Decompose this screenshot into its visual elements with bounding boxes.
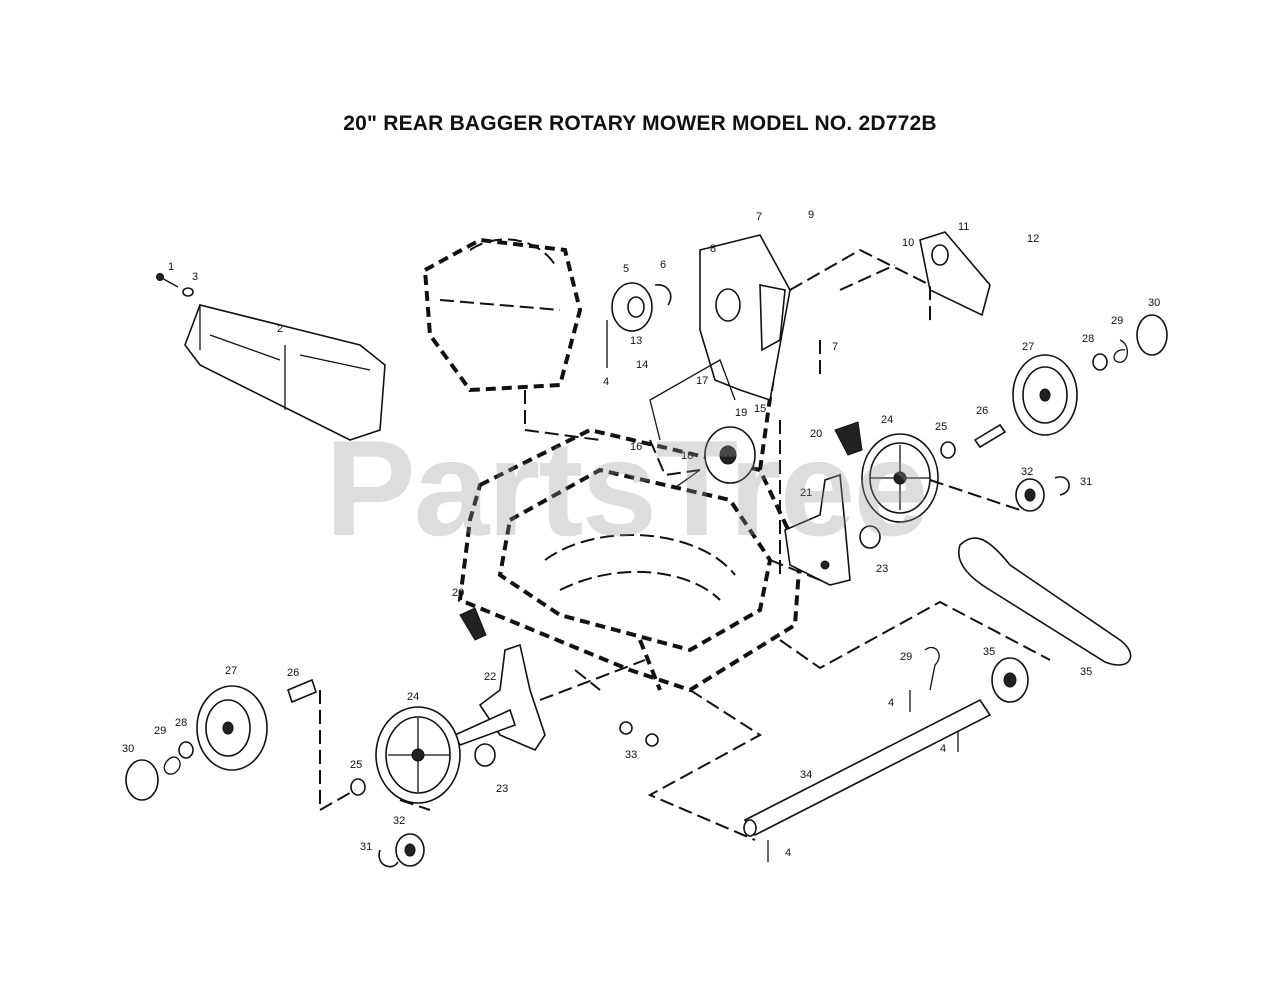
callout-25-right: 25 xyxy=(935,421,947,433)
diagram-title: 20" REAR BAGGER ROTARY MOWER MODEL NO. 2… xyxy=(343,112,937,135)
callout-25-left: 25 xyxy=(350,759,362,771)
wheel-27-left xyxy=(196,685,268,771)
rear-bracket-8 xyxy=(699,234,791,402)
callout-27-right: 27 xyxy=(1022,341,1034,353)
hubcap-30-right xyxy=(1136,314,1168,356)
pin-29-left xyxy=(163,756,181,775)
callout-1: 1 xyxy=(168,261,174,273)
wheel-27-right xyxy=(1012,354,1078,436)
bracket-21 xyxy=(784,473,851,586)
callout-18: 18 xyxy=(681,450,693,462)
screw-1 xyxy=(156,273,194,297)
callout-28-right: 28 xyxy=(1082,333,1094,345)
callout-6: 6 xyxy=(660,259,666,271)
callout-34: 34 xyxy=(800,769,812,781)
nut-33-upper xyxy=(619,721,633,735)
callout-9: 9 xyxy=(808,209,814,221)
callout-17: 17 xyxy=(696,375,708,387)
callout-7-right: 7 xyxy=(832,341,838,353)
washer-23-right xyxy=(859,525,881,549)
bolt-26-right xyxy=(973,423,1007,449)
pin-29-right xyxy=(1113,339,1128,363)
washer-28-right xyxy=(1092,353,1108,371)
nut-33-lower xyxy=(645,733,659,747)
bracket-plate-10 xyxy=(919,231,991,317)
callout-4-bottom: 4 xyxy=(785,847,791,859)
bracket-22 xyxy=(453,643,546,751)
callout-8: 8 xyxy=(710,243,716,255)
callout-29-left: 29 xyxy=(154,725,166,737)
washer-23-left xyxy=(474,743,496,767)
leader-lines xyxy=(319,248,1051,841)
callout-24-right: 24 xyxy=(881,414,893,426)
gear-32-left xyxy=(395,833,425,867)
callout-26-right: 26 xyxy=(976,405,988,417)
spring-20-lower xyxy=(459,607,487,641)
callout-4-right: 4 xyxy=(940,743,946,755)
hubcap-30-left xyxy=(125,759,159,801)
engine xyxy=(422,237,601,441)
callout-10: 10 xyxy=(902,237,914,249)
callout-23-right: 23 xyxy=(876,563,888,575)
callout-labels: 1 3 2 5 6 4 13 14 8 7 9 7 10 11 12 17 15… xyxy=(122,209,1160,859)
callout-11: 11 xyxy=(958,221,969,233)
callout-20-upper: 20 xyxy=(810,428,822,440)
callout-19: 19 xyxy=(735,407,747,419)
callout-26-left: 26 xyxy=(287,667,299,679)
callout-15: 15 xyxy=(754,403,766,415)
drive-belt-35 xyxy=(958,537,1132,666)
callout-33: 33 xyxy=(625,749,637,761)
callout-2: 2 xyxy=(277,323,283,335)
callout-24-left: 24 xyxy=(407,691,419,703)
wheel-24-right xyxy=(861,433,939,523)
pulley-5 xyxy=(611,282,672,332)
callout-21: 21 xyxy=(800,487,812,499)
pulley-35-lower xyxy=(991,657,1029,703)
spring-20-upper xyxy=(834,421,863,456)
axle-shaft-34 xyxy=(743,698,992,837)
callout-35-pulley: 35 xyxy=(983,646,995,658)
clip-31-left xyxy=(378,849,399,868)
callout-20-lower: 20 xyxy=(452,587,464,599)
height-adjuster-19 xyxy=(704,426,756,484)
callout-28-left: 28 xyxy=(175,717,187,729)
callout-16: 16 xyxy=(630,441,642,453)
washer-28-left xyxy=(178,741,194,759)
clip-31-right xyxy=(1054,476,1070,496)
callout-14: 14 xyxy=(636,359,648,371)
callout-32-left: 32 xyxy=(393,815,405,827)
callout-7-top: 7 xyxy=(756,211,762,223)
callout-13: 13 xyxy=(630,335,642,347)
wheel-24-left xyxy=(375,706,461,804)
callout-5: 5 xyxy=(623,263,629,275)
callout-29-middle: 29 xyxy=(900,651,912,663)
callout-30-right: 30 xyxy=(1148,297,1160,309)
callout-32-right: 32 xyxy=(1021,466,1033,478)
callout-27-left: 27 xyxy=(225,665,237,677)
grass-bag xyxy=(184,304,386,441)
washer-25-left xyxy=(350,778,366,796)
bolt-26-left xyxy=(287,678,317,704)
washer-25-right xyxy=(940,441,956,459)
gear-32-right xyxy=(1015,478,1045,512)
callout-31-left: 31 xyxy=(360,841,372,853)
callout-22: 22 xyxy=(484,671,496,683)
callout-30-left: 30 xyxy=(122,743,134,755)
callout-23-left: 23 xyxy=(496,783,508,795)
callout-35-belt: 35 xyxy=(1080,666,1092,678)
callout-29-right: 29 xyxy=(1111,315,1123,327)
callout-3: 3 xyxy=(192,271,198,283)
callout-31-right: 31 xyxy=(1080,476,1092,488)
callout-4-upper: 4 xyxy=(603,376,609,388)
callout-4-middle: 4 xyxy=(888,697,894,709)
callout-12: 12 xyxy=(1027,233,1039,245)
pin-29-middle xyxy=(924,646,940,691)
